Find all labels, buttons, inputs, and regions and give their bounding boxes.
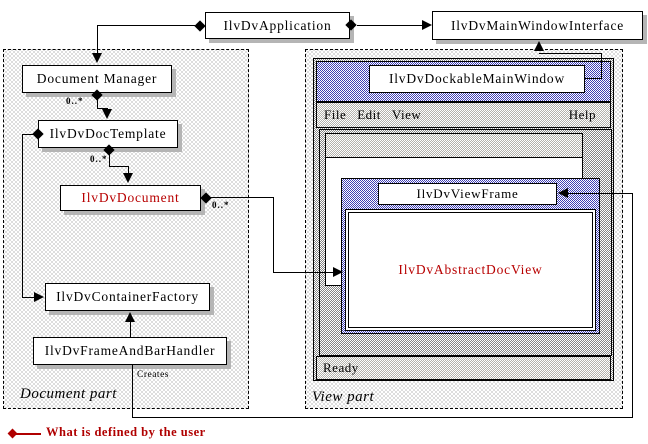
window-status-bar: Ready <box>316 356 611 380</box>
node-document-manager: Document Manager <box>22 65 172 93</box>
container-factory-text: IlvDvContainerFactory <box>56 289 199 304</box>
connector-segment <box>22 134 34 135</box>
connector-segment <box>273 272 335 273</box>
node-container-factory: IlvDvContainerFactory <box>45 283 210 311</box>
connector-segment <box>97 25 195 26</box>
document-text: IlvDvDocument <box>81 190 180 205</box>
multiplicity-text: 0..* <box>66 96 84 106</box>
status-text: Ready <box>323 360 359 375</box>
connector-segment <box>130 321 131 338</box>
connector-segment <box>97 108 108 109</box>
multiplicity-text: 0..* <box>212 200 230 210</box>
node-view-frame-label: IlvDvViewFrame <box>378 183 557 205</box>
multiplicity-text: 0..* <box>90 154 108 164</box>
node-document: IlvDvDocument <box>60 185 201 211</box>
view-part-label: View part <box>312 389 374 406</box>
menu-item-view: View <box>391 107 422 122</box>
arrowhead-up <box>534 41 544 51</box>
node-doc-template: IlvDvDocTemplate <box>38 120 178 148</box>
legend-label: What is defined by the user <box>46 425 206 440</box>
connector-segment <box>210 197 274 198</box>
connector-segment <box>109 153 110 167</box>
creates-text: Creates <box>137 370 169 380</box>
application-text: IlvDvApplication <box>223 17 332 33</box>
connector-segment <box>585 78 602 79</box>
composition-diamond <box>194 20 206 32</box>
menu-item-help: Help <box>568 107 596 122</box>
connector-segment <box>601 53 602 79</box>
multiplicity-label: 0..* <box>66 96 84 106</box>
connector-segment <box>132 365 133 418</box>
menu-item-edit: Edit <box>357 107 381 122</box>
arrowhead-right <box>422 20 432 30</box>
connector-segment <box>273 197 274 273</box>
view-frame-text: IlvDvViewFrame <box>416 186 519 201</box>
node-main-window-interface: IlvDvMainWindowInterface <box>432 11 643 40</box>
node-frame-and-bar-handler: IlvDvFrameAndBarHandler <box>33 337 227 365</box>
connector-segment <box>539 53 602 54</box>
arrowhead-down <box>123 173 133 183</box>
document-manager-text: Document Manager <box>36 71 158 86</box>
document-part-label: Document part <box>20 386 117 403</box>
multiplicity-label: 0..* <box>212 200 230 210</box>
document-part-text: Document part <box>20 386 117 402</box>
legend-diamond-icon <box>7 428 18 439</box>
connector-segment <box>566 193 633 194</box>
connector-segment <box>357 25 424 26</box>
arrowhead-up <box>125 312 135 322</box>
window-toolbar-pane <box>325 133 583 158</box>
arrowhead-down <box>102 109 112 119</box>
view-part-text: View part <box>312 389 375 405</box>
doc-template-text: IlvDvDocTemplate <box>49 126 167 141</box>
arrowhead-right <box>333 267 343 277</box>
legend-text: What is defined by the user <box>46 425 206 439</box>
arrowhead-down <box>92 53 102 63</box>
connector-segment <box>97 25 98 54</box>
connector-segment <box>97 99 98 109</box>
dockable-main-window-text: IlvDvDockableMainWindow <box>388 71 566 86</box>
connector-segment <box>632 193 633 418</box>
legend-line <box>15 433 41 435</box>
connector-segment <box>22 297 36 298</box>
node-dockable-main-window-label: IlvDvDockableMainWindow <box>369 65 585 93</box>
connector-segment <box>22 134 23 298</box>
multiplicity-label: 0..* <box>90 154 108 164</box>
main-window-interface-text: IlvDvMainWindowInterface <box>450 17 625 33</box>
frame-and-bar-handler-text: IlvDvFrameAndBarHandler <box>44 343 216 358</box>
menu-item-file: File <box>324 107 347 122</box>
abstract-doc-view: IlvDvAbstractDocView <box>348 212 593 328</box>
abstract-doc-view-text: IlvDvAbstractDocView <box>398 262 543 277</box>
arrowhead-right <box>34 292 44 302</box>
creates-label: Creates <box>137 370 169 380</box>
arrowhead-left <box>558 188 568 198</box>
node-application: IlvDvApplication <box>205 12 350 39</box>
connector-segment <box>132 417 633 418</box>
connector-segment <box>128 166 129 174</box>
window-menu-bar: File Edit View Help <box>316 102 611 128</box>
connector-segment <box>109 166 129 167</box>
